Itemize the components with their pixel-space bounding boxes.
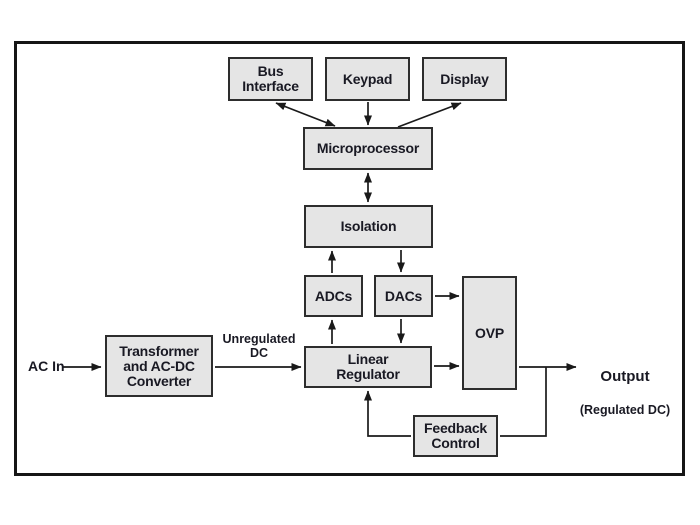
label-output-sub: (Regulated DC) (579, 403, 671, 417)
block-adcs: ADCs (304, 275, 363, 317)
label-output: Output (Regulated DC) (573, 350, 677, 435)
block-ovp: OVP (462, 276, 517, 390)
block-microprocessor: Microprocessor (303, 127, 433, 170)
label-output-main: Output (600, 368, 650, 385)
connector-microprocessor-display (397, 102, 462, 128)
connector-outputline-feedbackcontrol (500, 367, 547, 437)
block-keypad: Keypad (325, 57, 410, 101)
block-transformer-acdc-converter: Transformer and AC-DC Converter (105, 335, 213, 397)
label-ac-in: AC In (28, 358, 65, 374)
block-isolation: Isolation (304, 205, 433, 248)
block-dacs: DACs (374, 275, 433, 317)
connector-businterface-microprocessor (275, 102, 336, 127)
block-feedback-control: Feedback Control (413, 415, 498, 457)
block-linear-regulator: Linear Regulator (304, 346, 432, 388)
label-unregulated-dc: Unregulated DC (222, 332, 296, 360)
block-display: Display (422, 57, 507, 101)
diagram-frame (14, 41, 685, 476)
block-bus-interface: Bus Interface (228, 57, 313, 101)
connector-feedbackcontrol-linearregulator (364, 390, 411, 437)
